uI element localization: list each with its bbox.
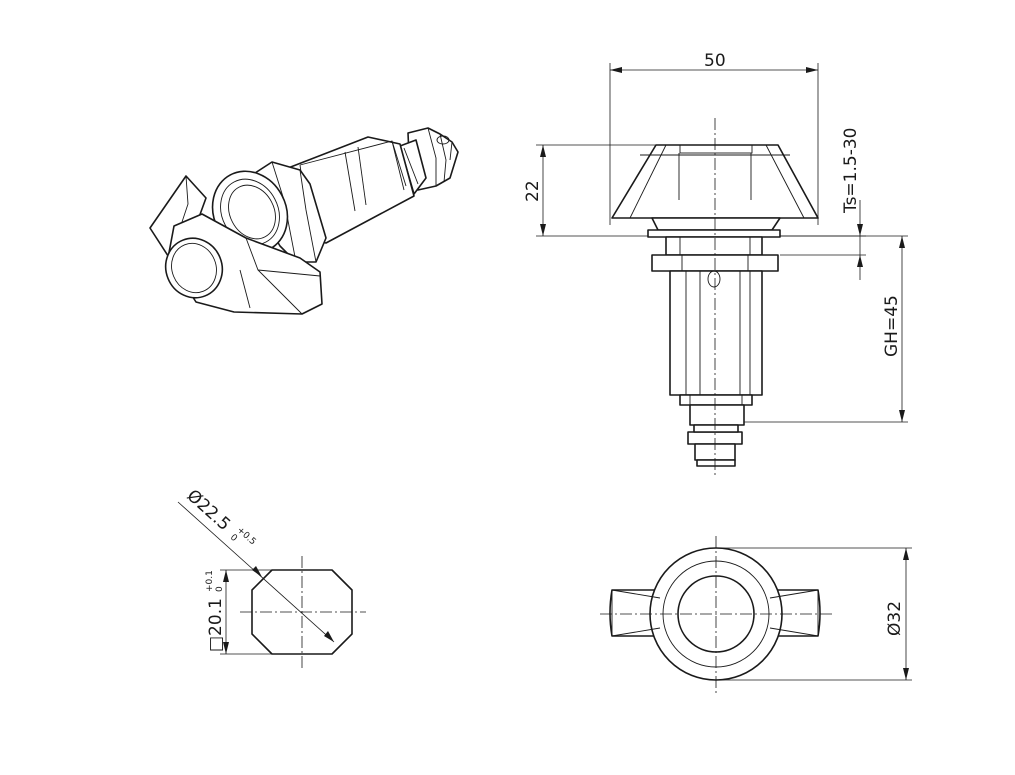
dim-width-label: 50 xyxy=(704,51,726,71)
dim-ts-label: Ts=1.5-30 xyxy=(841,128,861,214)
bottom-view xyxy=(600,536,832,694)
dim-dia-cutout-label: Ø22.5 xyxy=(183,486,234,535)
dim-square-label: □20.1 xyxy=(206,598,226,652)
dim-gh-label: GH=45 xyxy=(882,295,902,357)
dim-square-tol-lower: 0 xyxy=(215,586,225,592)
dim-knob-height-label: 22 xyxy=(523,180,543,202)
dim-dia-body-label: Ø32 xyxy=(885,601,905,636)
front-view xyxy=(611,118,819,478)
dim-dia-cutout: Ø22.5 +0.5 0 xyxy=(183,486,258,547)
dim-square-tol-upper: +0.1 xyxy=(205,570,215,592)
isometric-view xyxy=(149,127,459,315)
dimension-lines xyxy=(177,63,912,681)
dim-dia-cutout-tol-lower: 0 xyxy=(228,533,239,544)
dim-square-cutout: □20.1 +0.1 0 xyxy=(205,570,226,652)
